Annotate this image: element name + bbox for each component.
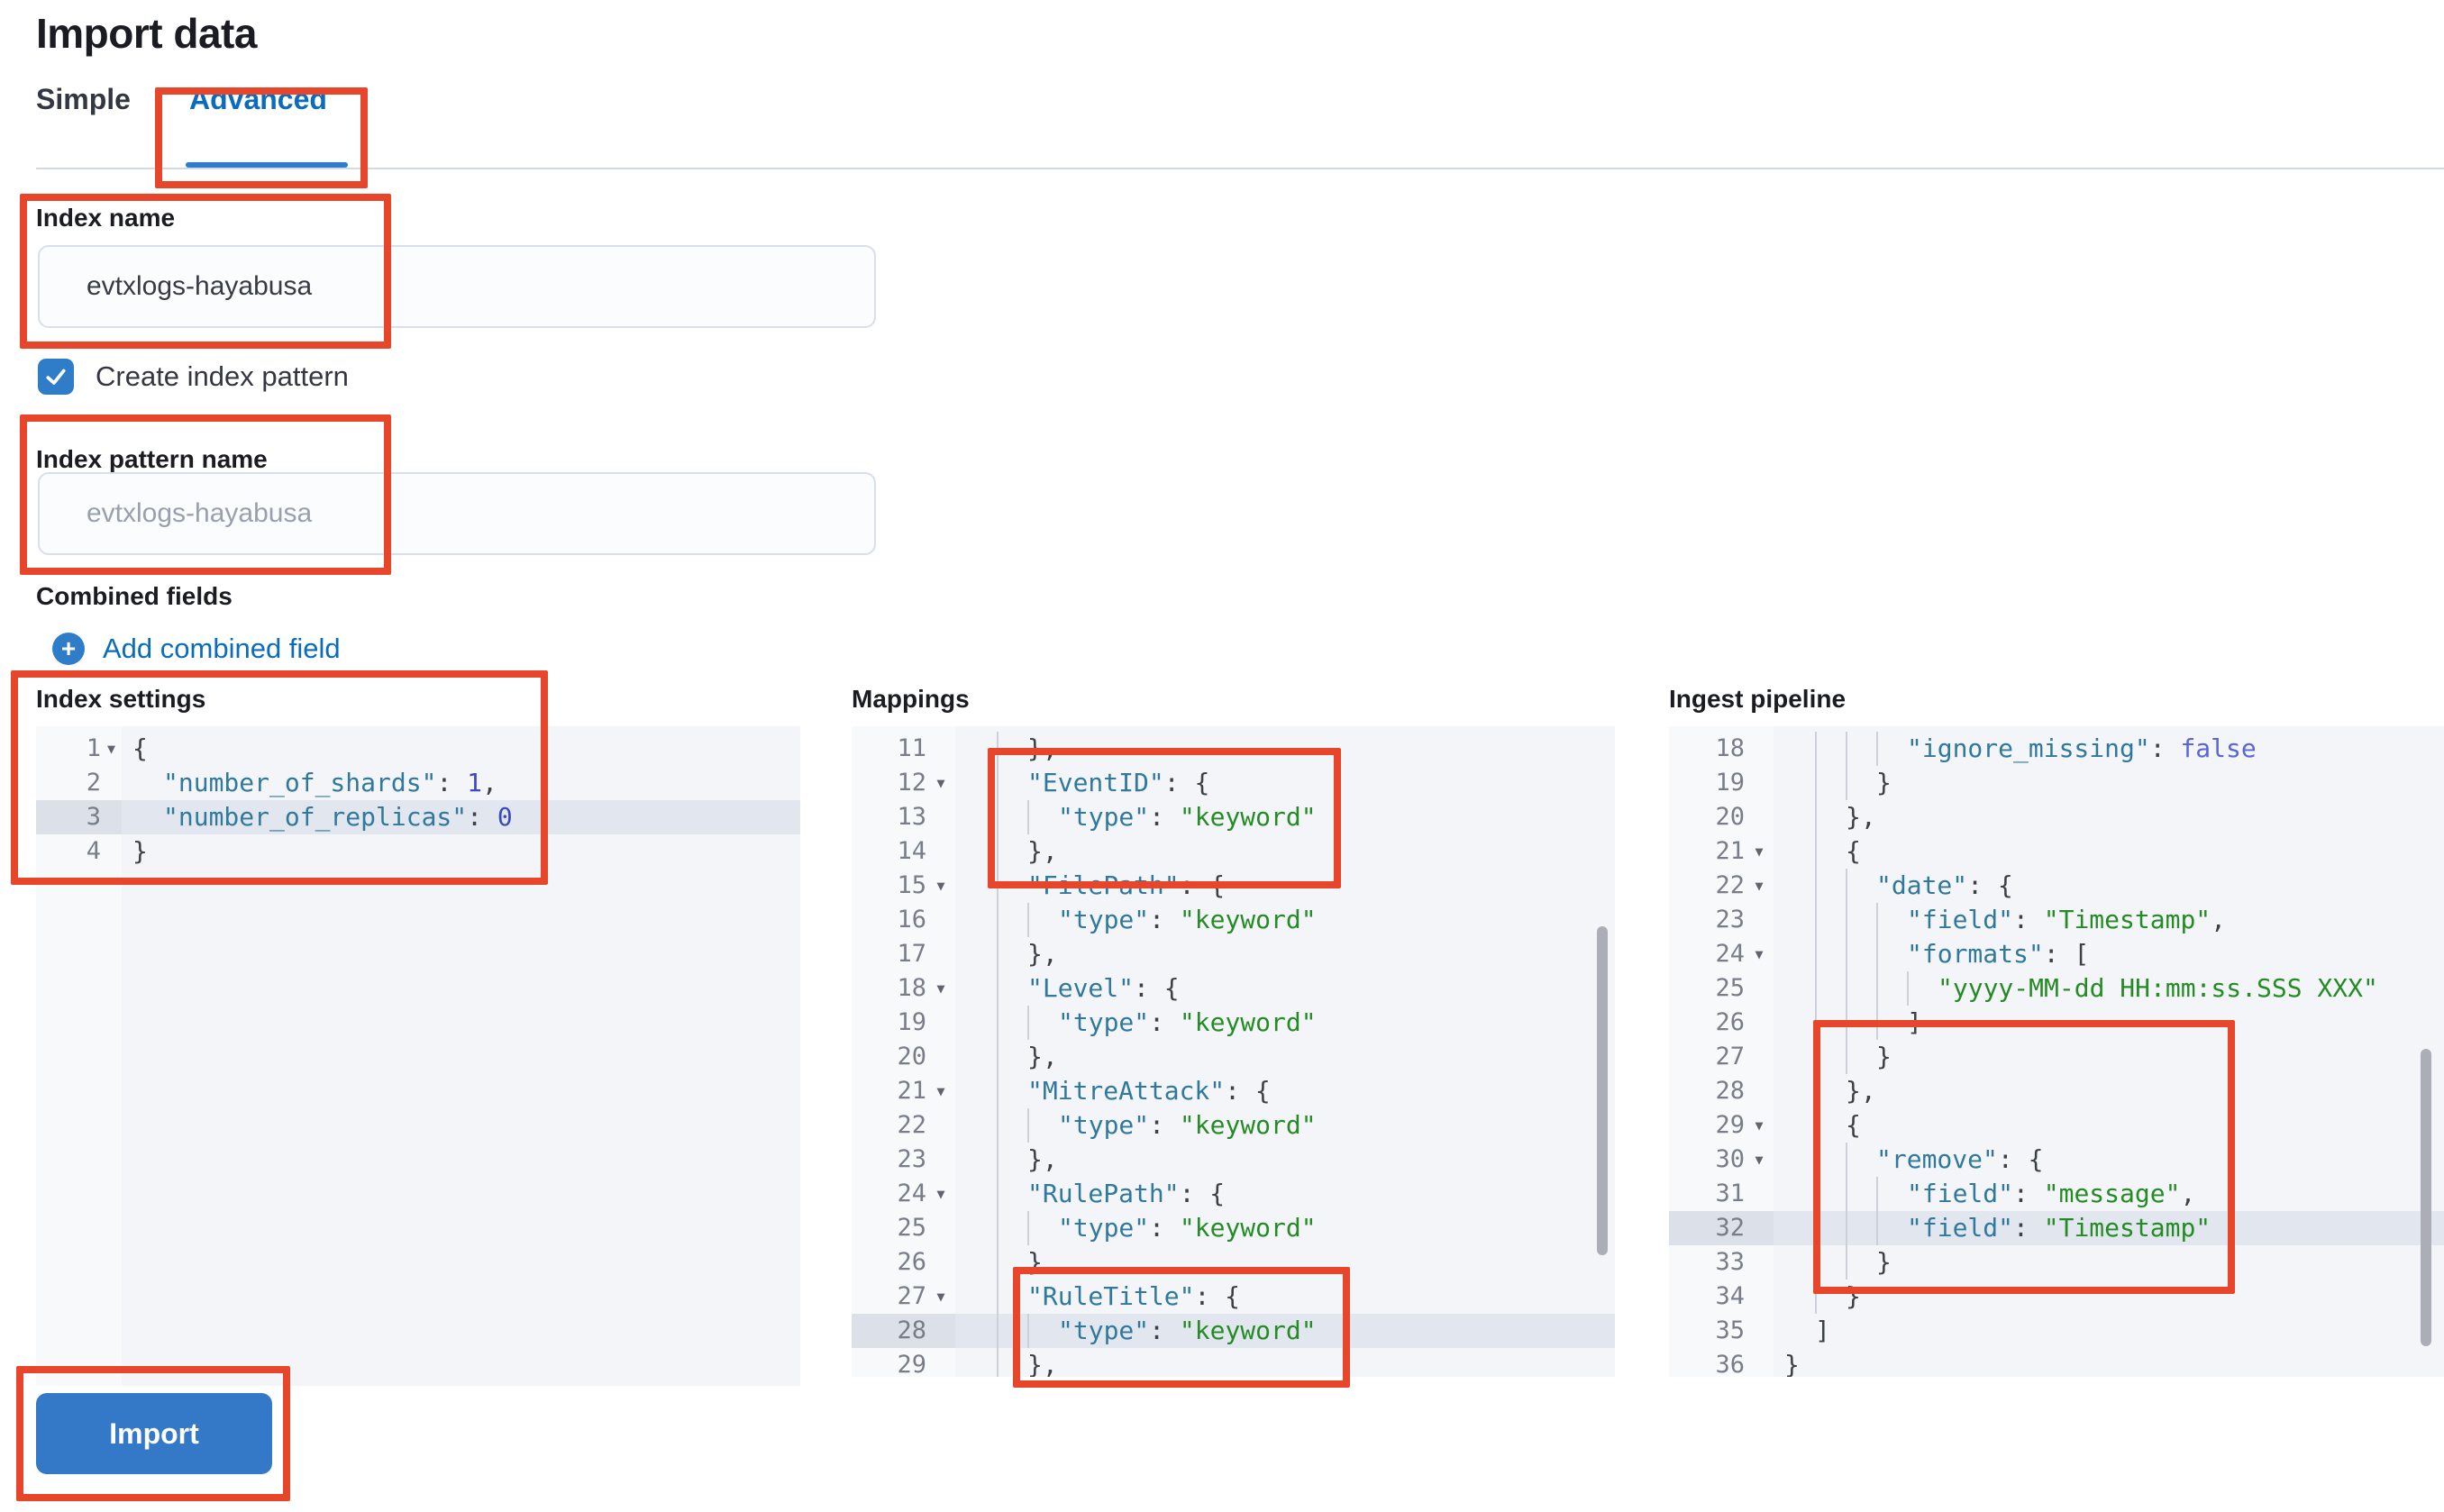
code-line: 34} [1669,1280,2444,1314]
code-line: 31"field": "message", [1669,1177,2444,1211]
fold-toggle-icon[interactable]: ▼ [1755,878,1764,894]
index-name-input[interactable] [38,245,876,328]
code-line: 21▼{ [1669,834,2444,869]
fold-toggle-icon[interactable]: ▼ [936,878,945,894]
code-line: 24▼"formats": [ [1669,937,2444,971]
code-line: 20}, [852,1040,1615,1074]
code-line: 19"type": "keyword" [852,1006,1615,1040]
fold-toggle-icon[interactable]: ▼ [1755,843,1764,860]
index-settings-label: Index settings [36,685,206,713]
code-line: 26] [1669,1006,2444,1040]
code-line: 13"type": "keyword" [852,800,1615,834]
code-line: 32"field": "Timestamp" [1669,1211,2444,1245]
code-line: 26}, [852,1245,1615,1280]
code-line: 24▼"RulePath": { [852,1177,1615,1211]
code-line: 28}, [1669,1074,2444,1108]
ingest-pipeline-label: Ingest pipeline [1669,685,1847,713]
code-line: 35] [1715,1316,1830,1345]
code-line: 3"number_of_replicas": 0 [36,800,800,834]
code-line: 17}, [852,937,1615,971]
fold-toggle-icon[interactable]: ▼ [1755,1152,1764,1168]
code-line: 20}, [1669,800,2444,834]
index-settings-editor[interactable]: 1▼{2"number_of_shards": 1, 3"number_of_re… [36,726,800,1386]
create-index-pattern-checkbox[interactable] [38,359,74,395]
code-line: 25"yyyy-MM-dd HH:mm:ss.SSS XXX" [1669,971,2444,1006]
combined-fields-label: Combined fields [36,582,233,610]
code-line: 1▼{ [36,732,800,766]
fold-toggle-icon[interactable]: ▼ [1755,1117,1764,1134]
import-button[interactable]: Import [36,1393,272,1474]
code-line: 25"type": "keyword" [852,1211,1615,1245]
tabs-divider [36,168,2444,169]
mappings-vertical-scrollbar[interactable] [1597,926,1608,1255]
ingest-vertical-scrollbar[interactable] [2421,1049,2431,1346]
add-combined-field-button[interactable]: + Add combined field [52,633,341,665]
code-line: 22"type": "keyword" [852,1108,1615,1143]
code-line: 30▼"remove": { [1669,1143,2444,1177]
check-icon [46,369,66,385]
tab-advanced[interactable]: Advanced [189,83,327,115]
code-line: 19} [1669,766,2444,800]
code-line: 15▼"FilePath": { [852,869,1615,903]
plus-in-circle-icon: + [52,633,85,665]
code-line: 21▼"MitreAttack": { [852,1074,1615,1108]
create-index-pattern-row: Create index pattern [38,359,349,395]
fold-toggle-icon[interactable]: ▼ [1755,946,1764,962]
code-line: 27▼"RuleTitle": { [852,1280,1615,1314]
code-line: 36} [1715,1350,1800,1377]
code-line: 23"field": "Timestamp", [1669,903,2444,937]
fold-toggle-icon[interactable]: ▼ [936,775,945,791]
fold-toggle-icon[interactable]: ▼ [936,1289,945,1305]
add-combined-field-label: Add combined field [103,633,341,664]
create-index-pattern-label: Create index pattern [96,360,349,392]
index-settings-code: 1▼{2"number_of_shards": 1, 3"number_of_re… [36,726,800,869]
code-line: 29▼{ [1669,1108,2444,1143]
code-line: 14}, [852,834,1615,869]
mappings-label: Mappings [852,685,970,713]
code-line: 16"type": "keyword" [852,903,1615,937]
code-line: 22▼"date": { [1669,869,2444,903]
code-line: 29}, [852,1348,1615,1377]
index-pattern-name-input[interactable] [38,472,876,555]
code-line: 33} [1669,1245,2444,1280]
code-line: 12▼"EventID": { [852,766,1615,800]
active-tab-underline [186,162,348,168]
page-title: Import data [36,10,257,57]
code-line: 23}, [852,1143,1615,1177]
tab-simple[interactable]: Simple [36,83,131,115]
fold-toggle-icon[interactable]: ▼ [936,1083,945,1099]
code-line: 18"ignore_missing": false [1669,732,2444,766]
code-line: 27} [1669,1040,2444,1074]
code-line: 2"number_of_shards": 1, [86,768,497,797]
index-pattern-name-label: Index pattern name [36,445,268,473]
fold-toggle-icon[interactable]: ▼ [936,980,945,997]
code-line: 4} [86,836,148,866]
code-line: 11}, [852,732,1615,766]
fold-toggle-icon[interactable]: ▼ [106,741,116,757]
mappings-code: 11},12▼"EventID": {13"type": "keyword"14… [852,726,1615,1377]
index-name-label: Index name [36,204,176,232]
code-line: 18▼"Level": { [852,971,1615,1006]
mappings-editor[interactable]: 11},12▼"EventID": {13"type": "keyword"14… [852,726,1615,1377]
code-line: 28"type": "keyword" [852,1314,1615,1348]
fold-toggle-icon[interactable]: ▼ [936,1186,945,1202]
